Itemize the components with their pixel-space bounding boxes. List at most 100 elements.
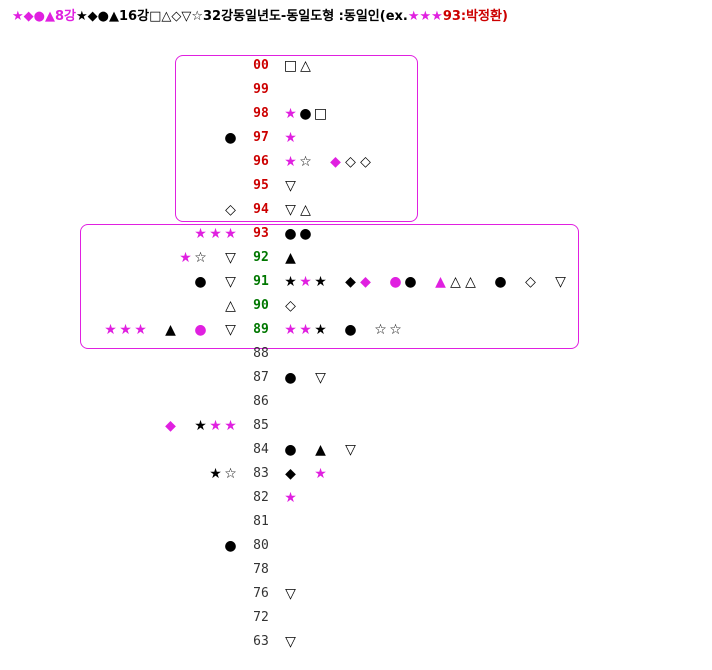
symbol-mark: △ (465, 274, 476, 290)
legend-text: 동일년도-동일도형 :동일인(ex. (233, 9, 408, 24)
left-symbols: ★☆ (208, 466, 238, 482)
symbol-mark: ☆ (389, 322, 402, 338)
legend-text: 32강 (203, 9, 234, 24)
legend-text: ★◆●▲ (76, 9, 120, 24)
symbol-mark: ☆ (299, 154, 312, 170)
symbol-mark: ★ (284, 490, 297, 506)
symbol-mark: ▽ (285, 586, 296, 602)
symbol-mark: ▽ (285, 178, 296, 194)
symbol-mark: □ (283, 58, 298, 74)
left-symbols: ★★★ ▲ ● ▽ (103, 322, 238, 338)
year-label: 91 (253, 274, 269, 289)
symbol-mark: ★ (314, 322, 327, 338)
symbol-mark: ◆ (165, 418, 176, 434)
symbol-mark: ★ (299, 322, 312, 338)
symbol-mark: ★ (299, 274, 312, 290)
symbol-mark: ◇ (225, 202, 236, 218)
symbol-mark: ▲ (435, 274, 446, 290)
symbol-mark: ● (344, 322, 357, 338)
year-label: 78 (253, 562, 269, 577)
symbol-mark: ★ (209, 418, 222, 434)
legend-text: 93:박정환) (442, 9, 508, 24)
legend-item: ★◆●▲16강 (76, 8, 149, 26)
legend-text: ★◆●▲ (12, 9, 55, 24)
symbol-mark: ★ (179, 250, 192, 266)
left-symbols: ◇ (223, 202, 238, 218)
year-label: 94 (253, 202, 269, 217)
symbol-mark: ● (194, 322, 207, 338)
symbol-mark: ● (299, 226, 312, 242)
year-label: 63 (253, 634, 269, 649)
year-label: 00 (253, 58, 269, 73)
symbol-mark: ◇ (285, 298, 296, 314)
symbol-mark: ▽ (285, 202, 296, 218)
year-label: 76 (253, 586, 269, 601)
symbol-mark: ★ (194, 226, 207, 242)
legend-text: 8강 (55, 9, 77, 24)
year-label: 87 (253, 370, 269, 385)
symbol-mark: ★ (284, 154, 297, 170)
year-label: 89 (253, 322, 269, 337)
symbol-mark: ★ (134, 322, 147, 338)
year-label: 90 (253, 298, 269, 313)
right-symbols: ●● (283, 226, 313, 242)
symbol-mark: ▲ (165, 322, 176, 338)
symbol-mark: ▲ (285, 250, 296, 266)
year-label: 95 (253, 178, 269, 193)
symbol-mark: ☆ (224, 466, 237, 482)
symbol-mark: ☆ (194, 250, 207, 266)
highlight-box-1994-2000 (175, 55, 418, 222)
symbol-mark: ◆ (285, 466, 296, 482)
year-label: 86 (253, 394, 269, 409)
left-symbols: ◆ ★★★ (163, 418, 238, 434)
right-symbols: ● ▽ (283, 370, 328, 386)
symbol-mark: ● (194, 274, 207, 290)
symbol-mark: ★ (194, 418, 207, 434)
right-symbols: ★★★ ◆◆ ●● ▲△△ ● ◇ ▽ (283, 274, 568, 290)
left-symbols: ★★★ (193, 226, 238, 242)
year-label: 92 (253, 250, 269, 265)
symbol-mark: ▲ (315, 442, 326, 458)
symbol-mark: ★ (284, 322, 297, 338)
legend-text: 16강 (119, 9, 150, 24)
year-label: 72 (253, 610, 269, 625)
year-label: 81 (253, 514, 269, 529)
year-label: 96 (253, 154, 269, 169)
symbol-mark: ★ (104, 322, 117, 338)
symbol-mark: ● (224, 130, 237, 146)
year-label: 98 (253, 106, 269, 121)
right-symbols: ▽ (283, 634, 298, 650)
symbol-mark: ▽ (225, 250, 236, 266)
year-label: 83 (253, 466, 269, 481)
symbol-mark: ◆ (360, 274, 371, 290)
year-label: 97 (253, 130, 269, 145)
symbol-mark: ★ (119, 322, 132, 338)
legend-header: ★◆●▲8강★◆●▲16강□△◇▽☆32강동일년도-동일도형 :동일인(ex.★… (12, 8, 508, 26)
symbol-mark: ● (404, 274, 417, 290)
year-label: 99 (253, 82, 269, 97)
right-symbols: ▲ (283, 250, 298, 266)
symbol-mark: □ (313, 106, 328, 122)
year-label: 84 (253, 442, 269, 457)
symbol-mark: ● (284, 226, 297, 242)
highlight-box-1989-1993 (80, 224, 579, 349)
year-label: 82 (253, 490, 269, 505)
year-label: 88 (253, 346, 269, 361)
symbol-mark: ◆ (345, 274, 356, 290)
right-symbols: ◇ (283, 298, 298, 314)
right-symbols: ◆ ★ (283, 466, 328, 482)
right-symbols: ★●□ (283, 106, 328, 122)
symbol-mark: ▽ (555, 274, 566, 290)
symbol-mark: ▽ (345, 442, 356, 458)
legend-item: □△◇▽☆32강 (149, 8, 233, 26)
symbol-mark: ★ (224, 418, 237, 434)
year-label: 93 (253, 226, 269, 241)
right-symbols: ★ (283, 130, 298, 146)
right-symbols: ★☆ ◆◇◇ (283, 154, 373, 170)
right-symbols: ▽ (283, 178, 298, 194)
symbol-mark: ● (494, 274, 507, 290)
symbol-mark: ★ (209, 226, 222, 242)
left-symbols: ● (223, 130, 238, 146)
symbol-mark: ☆ (374, 322, 387, 338)
